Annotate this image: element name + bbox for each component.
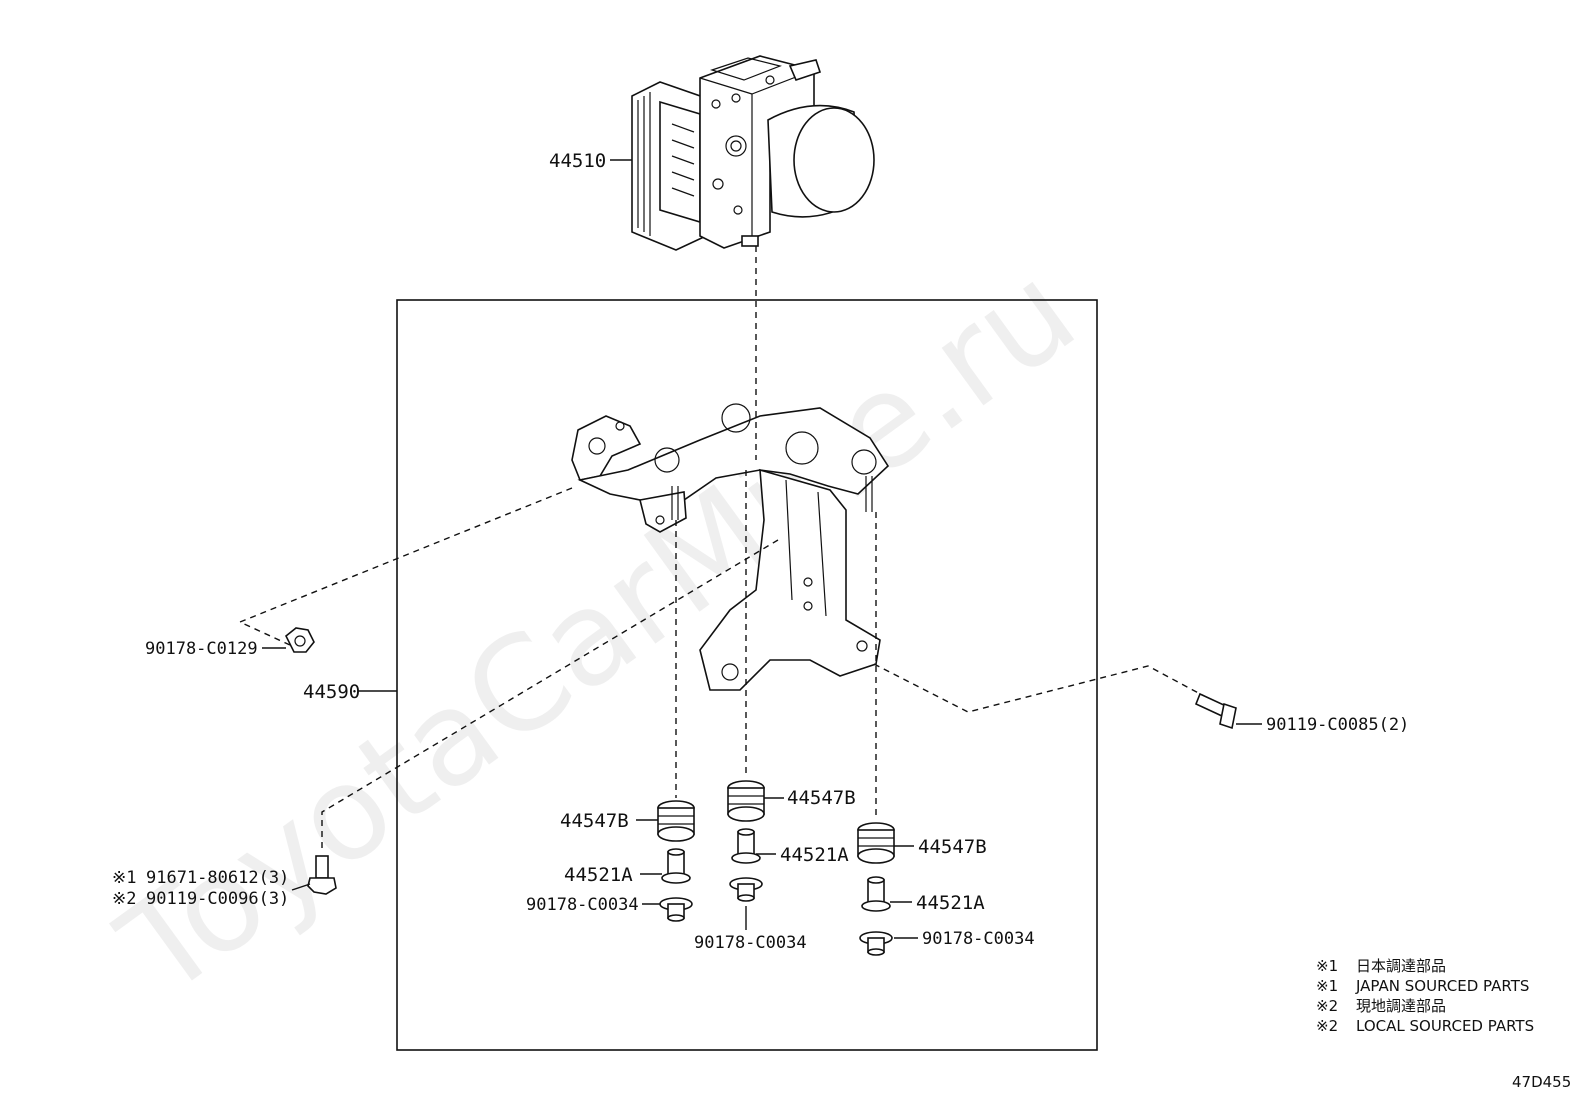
label-bolt-right: 90119-C0085(2) — [1266, 715, 1409, 735]
label-44510: 44510 — [549, 150, 606, 172]
nut-0129-line — [238, 487, 573, 647]
bolt-right-line — [873, 663, 1205, 713]
cushion-right-icon[interactable] — [857, 822, 895, 864]
label-44590: 44590 — [303, 681, 360, 703]
label-nut-mid: 90178-C0034 — [694, 933, 807, 953]
flange-nut-0129-icon[interactable] — [284, 627, 315, 653]
collar-left-icon[interactable] — [661, 848, 691, 884]
label-collar-mid: 44521A — [780, 844, 849, 866]
nut-mid-icon[interactable] — [729, 877, 763, 902]
note-2-mark: ※1 — [1316, 977, 1338, 995]
note-1-text: 日本調達部品 — [1356, 957, 1446, 975]
note-3-mark: ※2 — [1316, 997, 1338, 1015]
leader-bolt-left — [291, 883, 311, 891]
label-cushion-mid: 44547B — [787, 787, 856, 809]
label-cushion-left: 44547B — [560, 810, 629, 832]
nut-right-icon[interactable] — [859, 931, 893, 956]
bolt-left-line — [321, 539, 779, 850]
note-3-text: 現地調達部品 — [1356, 997, 1446, 1015]
assembly-frame — [396, 299, 1098, 1051]
note-1-mark: ※1 — [1316, 957, 1338, 975]
cushion-mid-icon[interactable] — [727, 780, 765, 822]
label-nut-left: 90178-C0034 — [526, 895, 639, 915]
label-collar-right: 44521A — [916, 892, 985, 914]
bolt-left-icon[interactable] — [307, 855, 337, 895]
label-nut-right: 90178-C0034 — [922, 929, 1035, 949]
diagram-code: 47D455 — [1512, 1073, 1571, 1091]
sourcing-notes: ※1 日本調達部品 ※1 JAPAN SOURCED PARTS ※2 現地調達… — [1316, 957, 1534, 1035]
label-cushion-right: 44547B — [918, 836, 987, 858]
mark-1-bolt: ※1 — [112, 868, 136, 888]
label-bolt-left-2: 90119-C0096(3) — [146, 889, 289, 909]
note-4-mark: ※2 — [1316, 1017, 1338, 1035]
actuator-bracket[interactable] — [571, 403, 890, 691]
label-bolt-left-1: 91671-80612(3) — [146, 868, 289, 888]
note-2-text: JAPAN SOURCED PARTS — [1355, 977, 1529, 995]
collar-right-icon[interactable] — [861, 876, 891, 912]
bolt-right-icon[interactable] — [1194, 692, 1237, 730]
abs-actuator[interactable] — [631, 55, 875, 251]
label-collar-left: 44521A — [564, 864, 633, 886]
label-nut-0129: 90178-C0129 — [145, 639, 258, 659]
nut-left-icon[interactable] — [659, 897, 693, 922]
mark-2-bolt: ※2 — [112, 889, 136, 909]
collar-mid-icon[interactable] — [731, 828, 761, 864]
cushion-left-icon[interactable] — [657, 800, 695, 842]
note-4-text: LOCAL SOURCED PARTS — [1356, 1017, 1534, 1035]
